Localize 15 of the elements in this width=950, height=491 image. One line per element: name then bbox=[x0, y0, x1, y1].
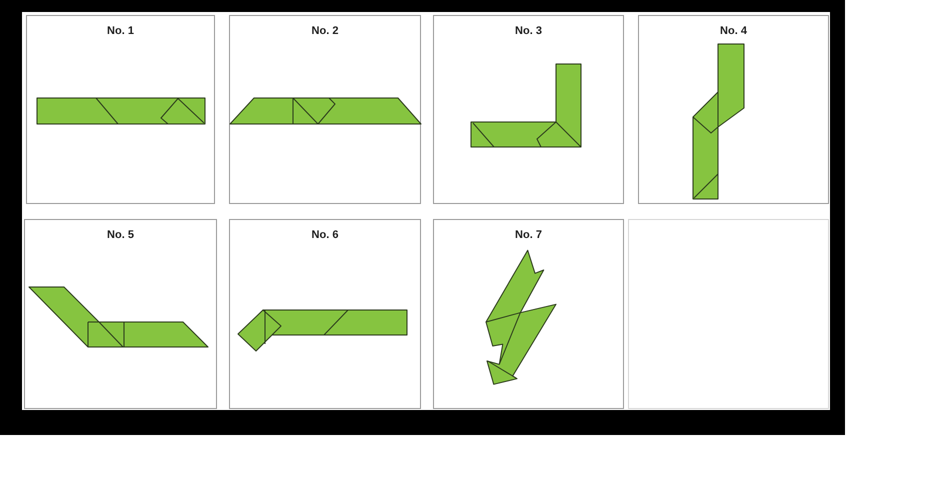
panel-title: No. 2 bbox=[312, 25, 338, 38]
puzzle-panel bbox=[638, 15, 829, 204]
panel-title: No. 3 bbox=[515, 25, 542, 38]
panel-title: No. 4 bbox=[720, 25, 747, 38]
panel-title: No. 7 bbox=[515, 229, 542, 242]
puzzle-panel bbox=[433, 15, 624, 204]
empty-panel bbox=[628, 219, 829, 409]
panel-title: No. 5 bbox=[107, 229, 134, 242]
puzzle-panel bbox=[433, 219, 624, 409]
puzzle-panel bbox=[229, 219, 421, 409]
puzzle-panel bbox=[26, 15, 215, 204]
puzzle-panel bbox=[229, 15, 421, 204]
puzzle-panel bbox=[24, 219, 217, 409]
panel-title: No. 1 bbox=[107, 25, 134, 38]
panel-title: No. 6 bbox=[312, 229, 338, 242]
